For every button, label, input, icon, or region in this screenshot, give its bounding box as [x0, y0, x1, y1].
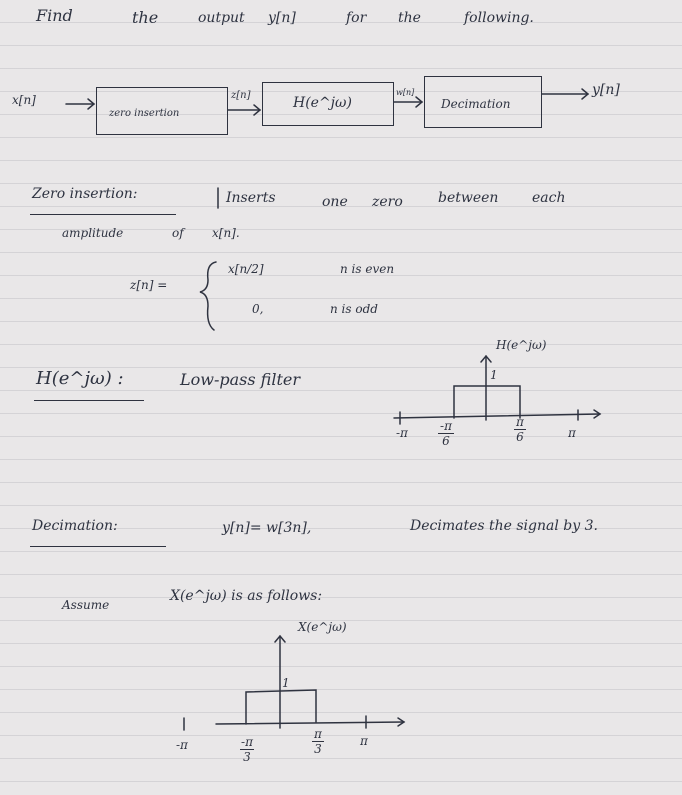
x-tick-pi: π [360, 734, 368, 748]
h-tick-neg-num: -π [440, 419, 452, 433]
h-tick-pi: π [568, 426, 576, 440]
h-tick-pos-den: 6 [516, 430, 524, 444]
piecewise-lhs: z[n] = [130, 278, 168, 292]
w-arrow-head [415, 96, 424, 108]
h-tick-pos-num: π [516, 415, 524, 429]
w-signal-label: w[n] [396, 88, 415, 97]
filter-block: H(e^jω) [262, 82, 394, 126]
x-tick-pos-pi-over-3: π 3 [312, 728, 324, 755]
piecewise-case2-value: 0, [252, 302, 264, 316]
filter-block-label: H(e^jω) [293, 95, 352, 111]
decimation-title: Decimation: [32, 518, 118, 534]
piecewise-case1-condition: n is even [340, 262, 395, 276]
x-graph-amplitude: 1 [282, 676, 290, 690]
h-tick-pos-bar [514, 429, 526, 430]
filter-title-underline [34, 400, 144, 401]
header-following: following. [464, 10, 534, 26]
piecewise-case2-condition: n is odd [330, 302, 378, 316]
decimation-equation: y[n]= w[3n], [222, 520, 312, 536]
x-x-axis [215, 721, 405, 725]
zero-insertion-underline [30, 214, 176, 215]
h-x-axis [393, 413, 601, 419]
assume-expression: X(e^jω) is as follows: [170, 588, 323, 604]
h-tick-neg-bar [438, 433, 454, 434]
zero-insertion-block: zero insertion [96, 87, 228, 135]
zero-insertion-text-zero: zero [372, 194, 403, 210]
h-graph-title: H(e^jω) [496, 338, 547, 352]
x-tick-neg-den: 3 [243, 750, 251, 764]
filter-title: H(e^jω) : [36, 368, 124, 389]
header-the: the [132, 8, 159, 27]
x-tick-neg-bar [240, 749, 254, 750]
h-graph-amplitude: 1 [490, 368, 498, 382]
assume-word: Assume [62, 598, 110, 612]
zero-insertion-text-xn: x[n]. [212, 226, 240, 240]
zero-insertion-text-one: one [322, 194, 348, 210]
h-tick-pos-pi-over-6: π 6 [514, 416, 526, 443]
h-tick-neg-den: 6 [442, 434, 450, 448]
input-signal-label: x[n] [12, 93, 36, 107]
output-signal-label: y[n] [592, 82, 620, 98]
h-y-axis-head [480, 354, 492, 363]
x-y-axis-head [274, 634, 286, 643]
zero-insertion-text-between: between [438, 190, 499, 206]
h-x-axis-head [593, 409, 602, 419]
x-graph-title: X(e^jω) [298, 620, 347, 634]
decimation-block: Decimation [424, 76, 542, 128]
header-yn: y[n] [268, 10, 296, 26]
x-tick-neg-pi-over-3: -π 3 [240, 736, 254, 763]
zero-insertion-block-label: zero insertion [109, 108, 180, 119]
decimation-description: Decimates the signal by 3. [410, 518, 598, 534]
x-tick-neg-pi: -π [176, 738, 188, 752]
piecewise-brace [199, 261, 217, 331]
z-signal-label: z[n] [231, 90, 251, 101]
h-tick-neg-pi: -π [396, 426, 408, 440]
input-arrow-head [87, 98, 96, 110]
zero-insertion-text-of: of [172, 226, 184, 240]
x-tick-pos-den: 3 [314, 742, 322, 756]
zero-insertion-title: Zero insertion: [32, 186, 138, 202]
x-x-axis-head [397, 717, 406, 727]
piecewise-case1-value: x[n/2] [228, 262, 264, 276]
z-arrow-head [253, 104, 262, 116]
zero-insertion-text-each: each [532, 190, 566, 206]
header-find: Find [36, 6, 73, 25]
h-lowpass-rect [453, 385, 521, 419]
x-tick-neg-num: -π [241, 735, 253, 749]
header-output: output [198, 10, 245, 26]
zero-insertion-text-inserts: Inserts [226, 190, 276, 206]
h-tick-neg-pi-over-6: -π 6 [438, 420, 454, 447]
zero-insertion-text-amplitude: amplitude [62, 226, 124, 240]
output-arrow-head [581, 88, 590, 100]
filter-description: Low-pass filter [180, 370, 300, 389]
decimation-block-label: Decimation [441, 97, 511, 111]
x-tick-pos-num: π [314, 727, 322, 741]
x-spectrum-rect [245, 689, 317, 725]
header-for: for [346, 10, 367, 26]
x-tick-pos-bar [312, 741, 324, 742]
header-the-2: the [398, 10, 421, 26]
decimation-underline [30, 546, 166, 547]
